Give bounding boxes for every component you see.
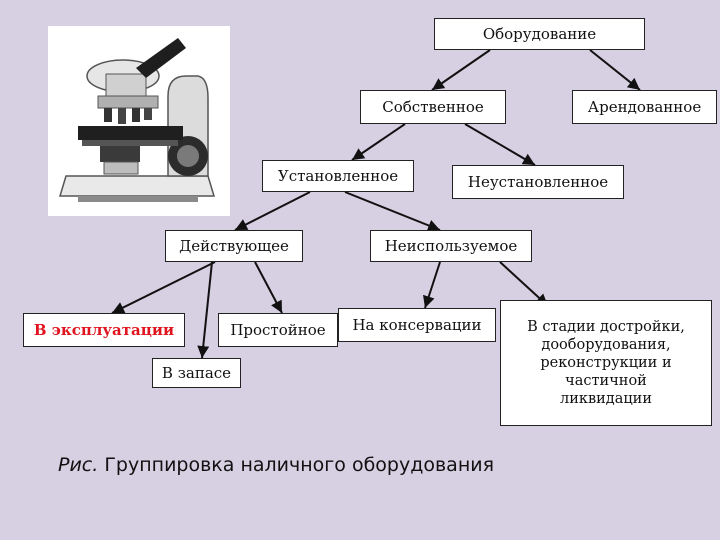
- arrow-active-idle: [254, 261, 283, 314]
- arrow-own-uninstalled: [464, 123, 536, 166]
- figure-caption: Рис. Группировка наличного оборудования: [58, 454, 494, 476]
- caption-lead: Рис.: [58, 454, 99, 476]
- node-rented: Арендованное: [572, 90, 717, 124]
- microscope-icon: [58, 38, 216, 202]
- caption-text: Группировка наличного оборудования: [98, 454, 495, 476]
- node-idle: Простойное: [218, 313, 338, 347]
- arrow-active-operation: [111, 261, 216, 314]
- arrow-installed-unused: [344, 191, 441, 232]
- node-in-completion: В стадии достройки, дооборудования, реко…: [500, 300, 712, 426]
- arrow-installed-active: [234, 191, 311, 231]
- completion-line-1: В стадии достройки,: [527, 318, 685, 335]
- node-in-operation: В эксплуатации: [23, 313, 185, 347]
- completion-line-3: реконструкции и: [540, 354, 672, 371]
- completion-line-4: частичной: [565, 373, 647, 390]
- completion-line-5: ликвидации: [560, 391, 652, 408]
- node-active: Действующее: [165, 230, 303, 262]
- arrow-unused-conserved: [423, 261, 441, 309]
- node-installed: Установленное: [262, 160, 414, 192]
- arrow-equipment-own: [431, 49, 491, 91]
- microscope-photo: [48, 26, 230, 216]
- arrow-unused-completion: [499, 261, 549, 307]
- node-unused: Неиспользуемое: [370, 230, 532, 262]
- node-equipment: Оборудование: [434, 18, 645, 50]
- completion-line-2: дооборудования,: [541, 336, 671, 353]
- node-in-reserve: В запасе: [152, 358, 241, 388]
- node-own: Собственное: [360, 90, 506, 124]
- arrow-own-installed: [351, 123, 406, 161]
- node-conserved: На консервации: [338, 308, 496, 342]
- arrow-active-reserve: [197, 261, 213, 359]
- node-uninstalled: Неустановленное: [452, 165, 624, 199]
- arrow-equipment-rented: [589, 49, 641, 91]
